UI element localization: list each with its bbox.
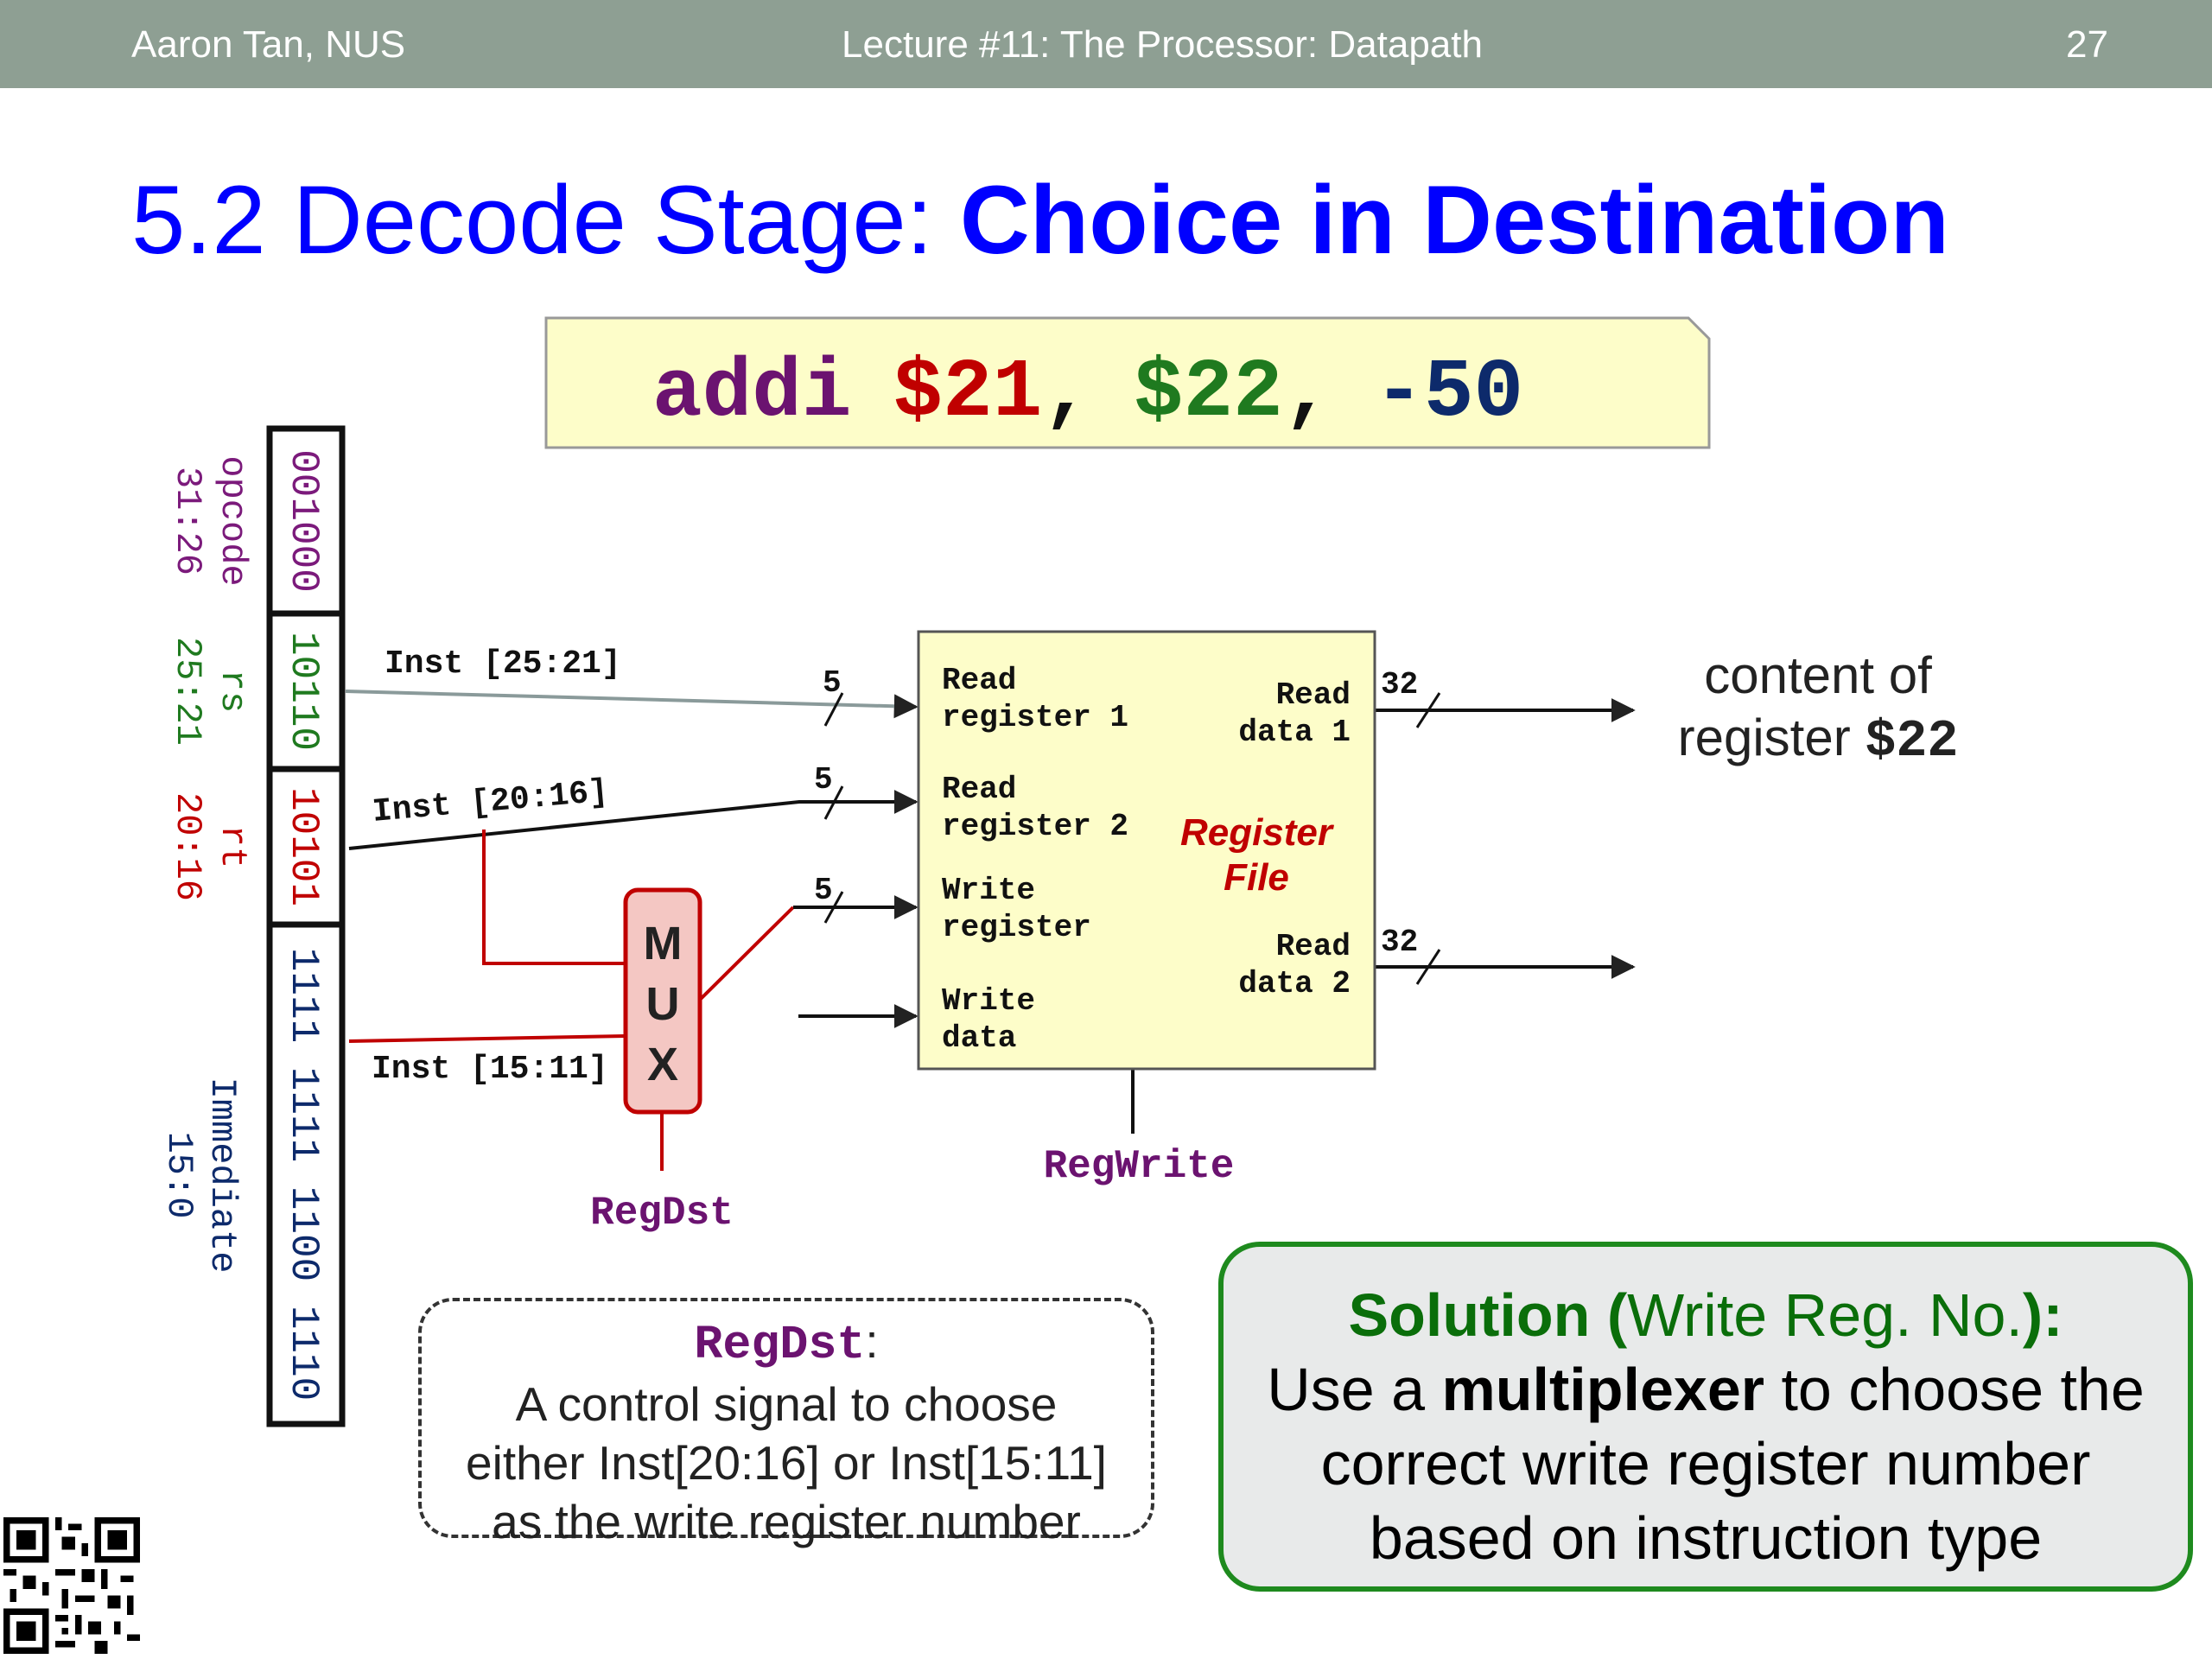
signal-regwrite: RegWrite: [1044, 1144, 1235, 1189]
port-read-data2-l1: Read: [1276, 929, 1351, 964]
label-inst-20-16: Inst [20:16]: [371, 773, 609, 831]
mux-letter-x: X: [647, 1039, 678, 1090]
port-write-data-l1: Write: [942, 983, 1035, 1019]
port-read-data2-l2: data 2: [1238, 966, 1351, 1001]
field-rt-name: rt: [212, 825, 253, 868]
slash-rd2: [1415, 949, 1441, 985]
slash-rd1: [1415, 692, 1441, 728]
port-read-data1-l1: Read: [1276, 677, 1351, 713]
regdst-note-colon: :: [865, 1314, 879, 1368]
slash-wr: [823, 891, 844, 924]
width-rd1: 32: [1381, 667, 1418, 702]
lecture-title: Lecture #11: The Processor: Datapath: [842, 23, 1483, 66]
output-label-reg: $22: [1865, 713, 1958, 772]
instr-op: addi: [652, 346, 851, 440]
port-write-data-l2: data: [942, 1020, 1016, 1056]
slide-header: Aaron Tan, NUS Lecture #11: The Processo…: [0, 0, 2212, 88]
port-read-reg1-l2: register 1: [942, 700, 1128, 735]
solution-head-sub: Write Reg. No.: [1627, 1281, 2023, 1349]
regdst-note-name: RegDst: [694, 1318, 866, 1372]
field-imm-range: 15:0: [158, 1132, 200, 1219]
solution-line1-a: Use a: [1267, 1356, 1442, 1423]
field-rs-range: 25:21: [167, 637, 208, 746]
regdst-note-line2: either Inst[20:16] or Inst[15:11]: [466, 1436, 1107, 1490]
field-opcode-name: opcode: [212, 455, 253, 586]
register-file-name-l1: Register: [1180, 811, 1335, 854]
instr-rs: $22: [1134, 346, 1283, 440]
solution-line1: Use a multiplexer to choose the: [1224, 1352, 2188, 1427]
label-inst-15-11: Inst [15:11]: [372, 1051, 608, 1088]
solution-heading: Solution (Write Reg. No.):: [1224, 1278, 2188, 1352]
wire-mux-out: [698, 906, 795, 1001]
solution-head-label: Solution (: [1348, 1281, 1628, 1349]
instr-rd: $21: [893, 346, 1042, 440]
field-imm-bits: 1111 1111 1100 1110: [281, 948, 326, 1402]
field-opcode-bits: 001000: [281, 449, 326, 593]
slide-title: 5.2 Decode Stage: Choice in Destination: [131, 164, 1949, 276]
instr-sep2: ,: [1283, 346, 1333, 440]
field-imm-name: Immediate: [201, 1077, 243, 1274]
register-file: [917, 630, 1376, 1071]
port-read-reg2-l2: register 2: [942, 809, 1128, 844]
output-label-prefix: register: [1678, 709, 1866, 766]
instruction-fields: [266, 425, 346, 1427]
regdst-note-line3: as the write register number: [492, 1495, 1081, 1548]
field-rt-box: [266, 766, 346, 928]
instruction-text: addi$21,$22,-50: [652, 346, 1523, 440]
wire-inst-20-16: [348, 790, 918, 850]
instr-imm: -50: [1374, 346, 1523, 440]
title-bold: Choice in Destination: [959, 166, 1949, 274]
slash-rr1: [823, 692, 844, 727]
wire-inst-15-11: [348, 1034, 626, 1043]
regdst-note-line1: A control signal to choose: [515, 1377, 1058, 1431]
output-label-l2: register $22: [1678, 709, 1959, 772]
instruction-box: [544, 316, 1711, 449]
port-read-reg1-l1: Read: [942, 663, 1016, 698]
regdst-note: RegDst: A control signal to choose eithe…: [418, 1298, 1154, 1548]
width-wr: 5: [814, 873, 833, 908]
solution-line3: based on instruction type: [1369, 1504, 2043, 1572]
qr-code-icon: [3, 1517, 140, 1654]
page-number: 27: [2066, 23, 2108, 66]
slash-rr2: [823, 785, 844, 820]
field-rs-bits: 10110: [281, 632, 326, 751]
field-rs-box: [266, 610, 346, 772]
width-rd2: 32: [1381, 925, 1418, 960]
field-imm-box: [266, 921, 346, 1427]
solution-line1-c: to choose the: [1764, 1356, 2145, 1423]
solution-line1-bold: multiplexer: [1441, 1356, 1764, 1423]
signal-regdst: RegDst: [590, 1191, 734, 1236]
solution-line2: correct write register number: [1320, 1430, 2091, 1497]
field-rt-range: 20:16: [167, 792, 208, 901]
wire-inst-25-21: [345, 690, 918, 719]
label-inst-25-21: Inst [25:21]: [385, 645, 621, 683]
port-write-reg-l2: register: [942, 910, 1091, 945]
mux-letter-m: M: [644, 918, 683, 969]
port-write-reg-l1: Write: [942, 873, 1035, 908]
regdst-note-title: RegDst:: [422, 1312, 1151, 1375]
wire-rt-to-mux: [482, 830, 626, 965]
mux-letter-u: U: [646, 978, 680, 1030]
register-file-name-l2: File: [1224, 856, 1289, 899]
width-rr2: 5: [814, 762, 833, 798]
width-rr1: 5: [823, 665, 842, 701]
mux: [623, 887, 702, 1115]
field-opcode-range: 31:26: [167, 467, 208, 575]
field-rs-name: rs: [212, 670, 253, 713]
port-read-data1-l2: data 1: [1238, 715, 1351, 750]
title-prefix: 5.2 Decode Stage:: [131, 166, 960, 274]
solution-box: Solution (Write Reg. No.): Use a multipl…: [1218, 1242, 2193, 1592]
author-label: Aaron Tan, NUS: [131, 23, 406, 66]
port-read-reg2-l1: Read: [942, 772, 1016, 807]
solution-head-end: ):: [2022, 1281, 2063, 1349]
instr-sep1: ,: [1042, 346, 1092, 440]
output-label-l1: content of: [1704, 646, 1932, 704]
field-rt-bits: 10101: [281, 787, 326, 906]
